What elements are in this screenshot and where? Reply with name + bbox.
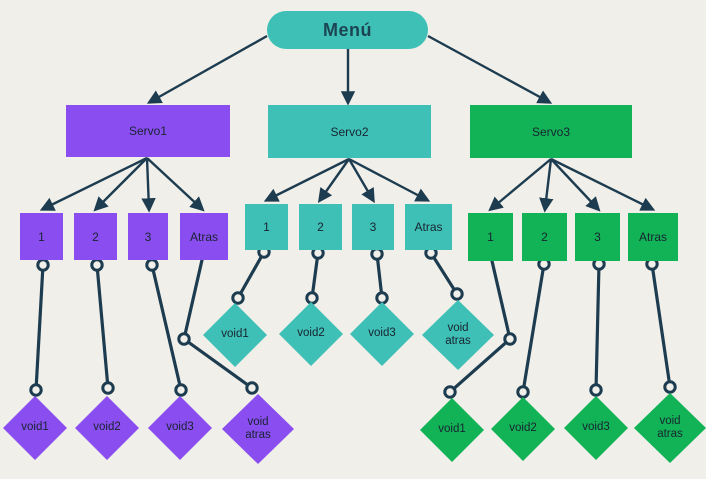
servo2-void-atras-label: void atras xyxy=(445,321,471,347)
servo3-btn-3-label: 3 xyxy=(594,230,601,244)
servo1-btn-1-label: 1 xyxy=(38,229,45,244)
link-edges xyxy=(34,250,672,394)
servo2-node: Servo2 xyxy=(268,105,431,158)
servo1-btn-3: 3 xyxy=(128,213,168,260)
servo3-btn-2-label: 2 xyxy=(541,230,548,244)
servo3-fan-edges xyxy=(488,157,656,213)
servo1-btn-3-label: 3 xyxy=(144,229,152,244)
servo3-btn-atras: Atras xyxy=(628,213,678,261)
servo1-void3-label: void3 xyxy=(166,421,194,434)
servo2-btn-3: 3 xyxy=(352,204,394,250)
servo1-btn-atras: Atras xyxy=(180,213,228,260)
servo1-void2-label: void2 xyxy=(93,421,121,434)
servo1-btn-2-label: 2 xyxy=(92,229,99,244)
menu-root-label: Menú xyxy=(323,19,372,40)
servo3-node: Servo3 xyxy=(470,105,632,158)
servo2-btn-1-label: 1 xyxy=(263,220,270,234)
servo3-void3-label: void3 xyxy=(582,421,610,434)
servo2-label: Servo2 xyxy=(330,124,369,139)
servo3-btn-1-label: 1 xyxy=(487,230,494,244)
servo3-void-atras-label: void atras xyxy=(657,414,683,440)
servo2-fan-edges xyxy=(263,157,431,204)
link-endpoint-rings xyxy=(29,245,677,399)
servo3-btn-2: 2 xyxy=(522,213,567,261)
servo2-btn-1: 1 xyxy=(245,204,288,250)
servo3-void1-label: void1 xyxy=(438,423,466,436)
servo2-btn-atras-label: Atras xyxy=(414,220,443,234)
servo2-btn-2-label: 2 xyxy=(317,220,324,234)
servo1-node: Servo1 xyxy=(66,105,230,157)
servo3-label: Servo3 xyxy=(531,124,571,139)
servo2-void1-label: void1 xyxy=(221,328,249,341)
servo1-btn-1: 1 xyxy=(20,213,63,260)
servo3-btn-atras-label: Atras xyxy=(638,230,667,244)
servo1-btn-atras-label: Atras xyxy=(189,229,218,244)
servo1-void1-label: void1 xyxy=(21,421,49,434)
servo1-label: Servo1 xyxy=(128,124,168,138)
servo3-btn-3: 3 xyxy=(575,213,620,261)
servo3-void2-label: void2 xyxy=(509,422,537,435)
menu-fan-edges xyxy=(146,34,553,106)
servo1-fan-edges xyxy=(39,156,205,213)
servo2-btn-3-label: 3 xyxy=(369,220,377,234)
servo1-btn-2: 2 xyxy=(74,213,117,260)
servo2-void2-label: void2 xyxy=(297,327,325,340)
menu-root-node: Menú xyxy=(267,11,428,49)
servo2-btn-2: 2 xyxy=(299,204,342,250)
servo2-void3-label: void3 xyxy=(368,327,396,340)
servo3-btn-1: 1 xyxy=(468,213,513,261)
servo1-void-atras-label: void atras xyxy=(245,415,271,441)
servo2-btn-atras: Atras xyxy=(405,204,452,250)
